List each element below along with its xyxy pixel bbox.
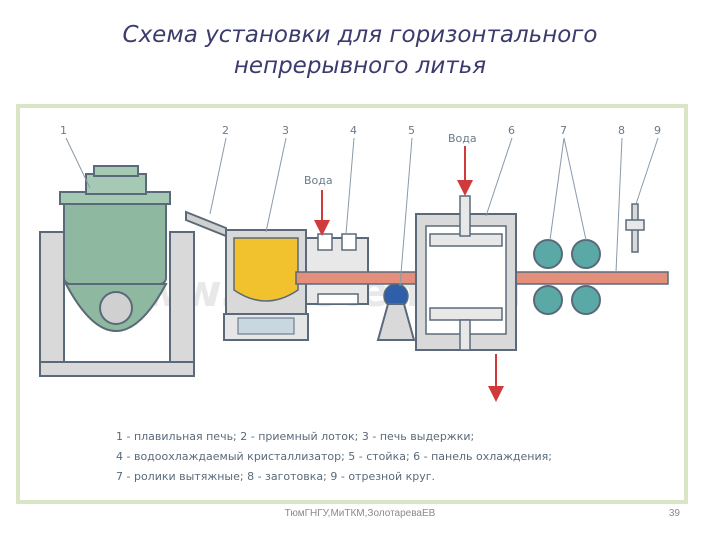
cooling-panel — [415, 195, 517, 351]
part-number-1: 1 — [60, 124, 67, 137]
part-numbers: 1 2 3 4 5 6 7 8 9 — [60, 124, 661, 137]
water-label-left: Вода — [304, 174, 333, 187]
legend-line-2: 4 - водоохлаждаемый кристаллизатор; 5 - … — [116, 450, 552, 463]
legend-line-1: 1 - плавильная печь; 2 - приемный лоток;… — [116, 430, 474, 443]
diagram-svg: www.labstend.ru — [39, 124, 669, 483]
part-number-6: 6 — [508, 124, 515, 137]
part-number-4: 4 — [350, 124, 357, 137]
part-number-5: 5 — [408, 124, 415, 137]
part-number-8: 8 — [618, 124, 625, 137]
holding-furnace — [223, 229, 309, 341]
diagram-canvas: www.labstend.ru — [20, 108, 684, 500]
diagram-figure: www.labstend.ru — [16, 104, 688, 504]
part-number-7: 7 — [560, 124, 567, 137]
title-line-1: Схема установки для горизонтального — [122, 22, 598, 48]
page-number: 39 — [668, 508, 680, 519]
slide-title: Схема установки для горизонтального непр… — [0, 20, 720, 82]
title-line-2: непрерывного литья — [233, 53, 487, 79]
diagram-legend: 1 - плавильная печь; 2 - приемный лоток;… — [116, 430, 552, 483]
water-cooled-crystallizer — [305, 233, 369, 305]
support-stand — [376, 283, 416, 341]
legend-line-3: 7 - ролики вытяжные; 8 - заготовка; 9 - … — [116, 470, 435, 483]
water-flow-arrows — [314, 146, 504, 402]
melting-furnace — [59, 165, 171, 332]
water-label-right: Вода — [448, 132, 477, 145]
melting-furnace-frame — [39, 231, 195, 377]
leader-lines — [65, 137, 659, 287]
footer-author: ТюмГНГУ,МиТКМ,ЗолотареваЕВ — [284, 508, 436, 519]
cutting-wheel — [625, 203, 645, 253]
part-number-3: 3 — [282, 124, 289, 137]
part-number-9: 9 — [654, 124, 661, 137]
part-number-2: 2 — [222, 124, 229, 137]
pulling-rollers — [533, 239, 601, 315]
